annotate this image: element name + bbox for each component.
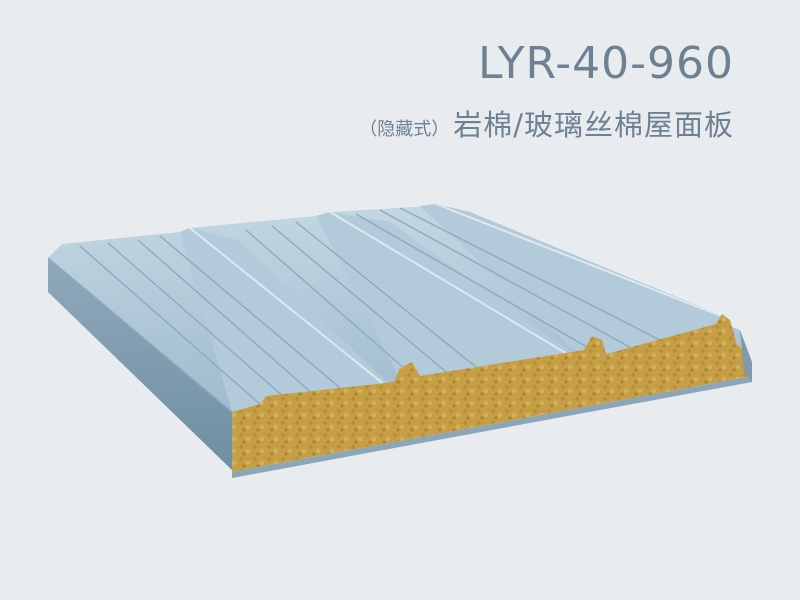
panel-bottom-sheet <box>232 376 752 478</box>
product-subtitle: （隐藏式） 岩棉/玻璃丝棉屋面板 <box>359 102 734 144</box>
panel-left-edge <box>48 258 232 470</box>
panel-rib-2 <box>316 212 596 402</box>
subtitle-main: 岩棉/玻璃丝棉屋面板 <box>453 108 734 142</box>
panel-rib-1 <box>180 228 408 412</box>
panel-right-edge <box>740 330 752 382</box>
rock-wool-core <box>232 314 752 472</box>
panel-rib-highlights <box>189 203 727 403</box>
model-code: LYR-40-960 <box>477 38 734 89</box>
subtitle-note: （隐藏式） <box>359 119 450 140</box>
panel-rib-3 <box>420 204 728 370</box>
